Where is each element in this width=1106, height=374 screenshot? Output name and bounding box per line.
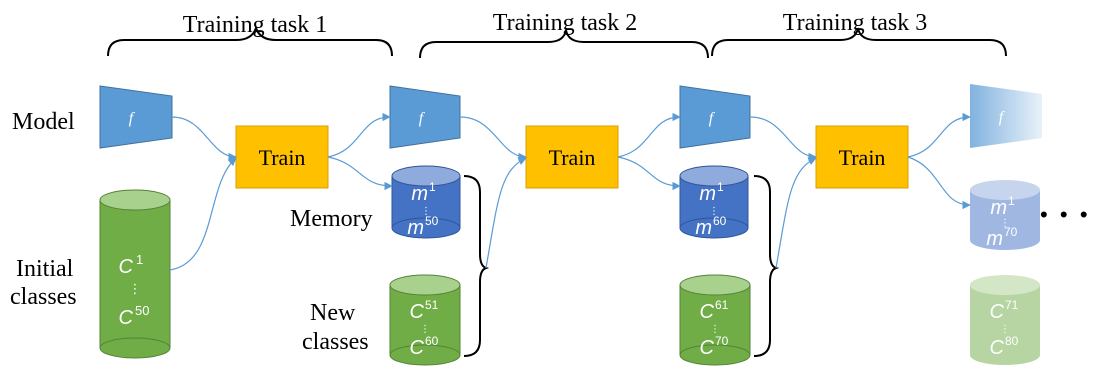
memory-bottom-sup: 60 [713,214,727,228]
task-brace-2 [419,29,709,59]
initial-classes-top: C [119,256,134,278]
train-box-3: Train [815,125,909,189]
new-classes-bottom-sup: 60 [425,334,439,348]
memory-top-sup: 1 [1008,194,1015,208]
model-2: f [389,85,461,149]
memory-top-sup: 1 [717,180,724,194]
arrow-train1-to-model-2 [327,112,391,158]
new-classes-top: C [990,301,1005,323]
arrow-train2-to-memory-2 [617,156,681,191]
memory-bottom-sup: 50 [425,214,439,228]
memory-top: m [990,197,1007,219]
arrow-model-to-train-1 [171,116,237,162]
arrow-model3-to-train-3 [749,116,817,162]
initial-classes-bottom: C [119,307,134,329]
memory-cylinder-2: m 1 ⋮ m 60 [679,165,749,239]
arrow-model2-to-train-2 [459,116,527,162]
memory-bottom: m [986,228,1003,250]
memory-top: m [699,183,716,205]
memory-label: Memory [290,206,373,232]
arrow-classes-to-train-1 [169,157,237,271]
model-4: f [970,84,1042,148]
new-classes-top: C [410,301,425,323]
task-brace-1 [107,24,393,57]
task-title-3: Training task 3 [783,10,927,36]
memory-cylinder-3: m 1 ⋮ m 70 [970,180,1040,250]
memory-bottom: m [407,217,424,239]
memory-dots: ⋮ [1000,218,1010,229]
new-classes-cylinder-2: C 61 ⋮ C 70 [679,274,751,366]
initial-classes-dots: ⋮ [129,281,142,296]
group-brace-2 [753,175,780,357]
task-brace-3 [711,27,1007,57]
new-classes-top-sup: 51 [425,298,439,312]
new-classes-label-line2: classes [302,329,369,355]
train-box-2: Train [525,125,619,189]
arrow-train3-to-model-4 [907,112,971,158]
new-classes-top: C [700,301,715,323]
new-classes-bottom-sup: 70 [715,334,729,348]
arrows [169,112,971,271]
arrow-train1-to-memory-1 [327,156,393,191]
new-classes-top-sup: 61 [715,298,729,312]
new-classes-bottom-sup: 80 [1005,334,1019,348]
arrow-group2-to-train-3 [775,157,817,269]
memory-bottom-sup: 70 [1004,225,1018,239]
new-classes-label-line1: New [310,300,356,326]
memory-cylinder-1: m 1 ⋮ m 50 [391,165,461,239]
initial-classes-label-line2: classes [10,284,77,310]
new-classes-top-sup: 71 [1005,298,1019,312]
model-1: f [99,85,173,149]
continuation-ellipsis: • • • [1040,202,1088,227]
new-classes-dots: ⋮ [710,324,720,335]
arrow-train3-to-memory-3 [907,156,971,210]
model-symbol: f [129,110,136,127]
initial-classes-label-line1: Initial [16,256,74,282]
train-label: Train [259,145,306,170]
task-title-1: Training task 1 [183,12,327,38]
new-classes-bottom: C [990,337,1005,359]
arrow-train2-to-model-3 [617,112,681,158]
memory-dots: ⋮ [421,206,431,217]
new-classes-dots: ⋮ [1000,324,1010,335]
new-classes-cylinder-1: C 51 ⋮ C 60 [389,274,461,366]
model-symbol: f [999,109,1006,126]
initial-classes-bottom-sup: 50 [135,303,149,318]
new-classes-cylinder-3: C 71 ⋮ C 80 [970,275,1040,365]
model-symbol: f [709,110,716,127]
initial-classes-top-sup: 1 [136,252,143,267]
arrow-group1-to-train-2 [485,157,527,269]
memory-bottom: m [695,217,712,239]
train-label: Train [549,145,596,170]
memory-top: m [411,183,428,205]
memory-dots: ⋮ [709,206,719,217]
new-classes-bottom: C [700,337,715,359]
new-classes-dots: ⋮ [420,324,430,335]
train-box-1: Train [235,125,329,189]
group-brace-1 [463,175,490,357]
new-classes-bottom: C [410,337,425,359]
train-label: Train [839,145,886,170]
model-3: f [679,85,751,149]
initial-classes-cylinder: C 1 ⋮ C 50 [99,189,171,359]
memory-top-sup: 1 [429,180,436,194]
model-symbol: f [419,110,426,127]
model-label: Model [12,109,75,135]
